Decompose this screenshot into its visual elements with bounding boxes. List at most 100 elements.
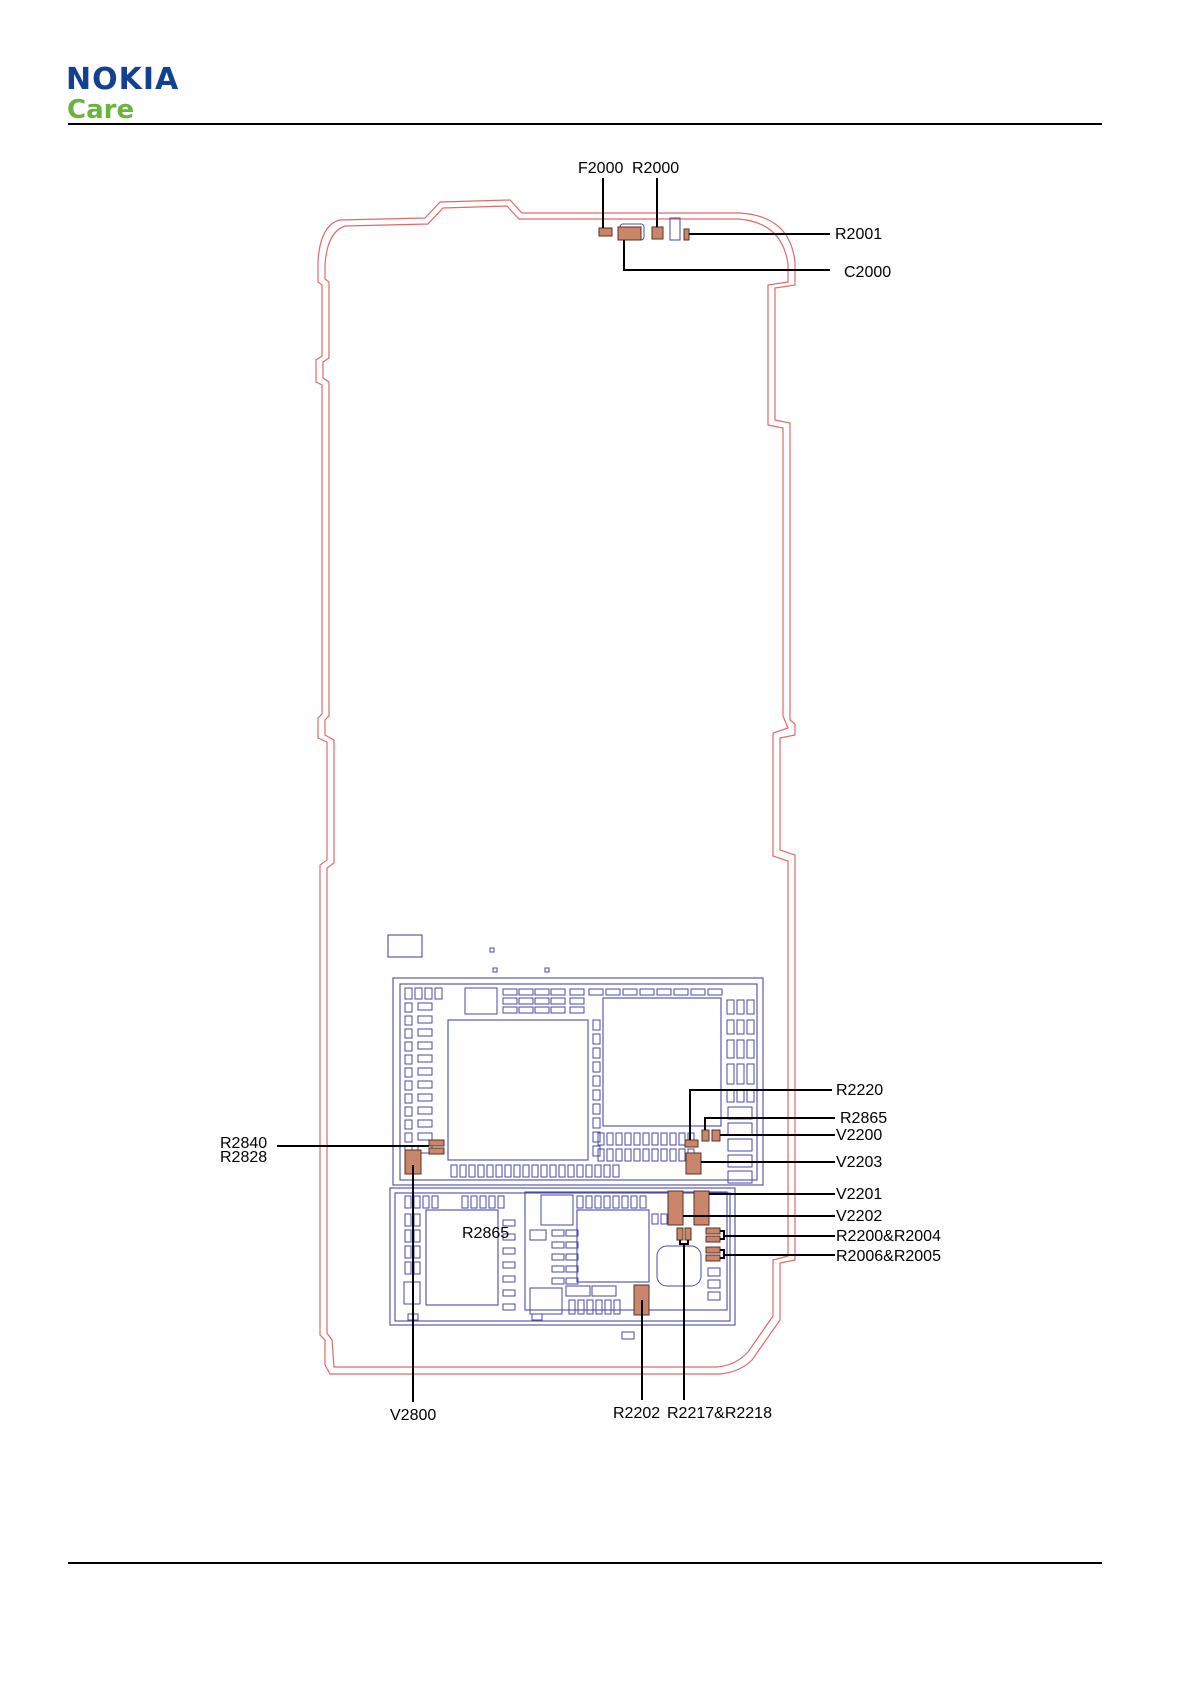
leader-r2200-r2004: [720, 1231, 835, 1239]
leader-r2006-r2005: [720, 1250, 835, 1258]
passive-component-outline: [566, 1278, 578, 1284]
passive-component-outline: [577, 1196, 583, 1208]
passive-component-outline: [418, 1094, 432, 1101]
pad-r2220: [685, 1140, 698, 1147]
passive-component-outline: [435, 988, 442, 999]
passive-component-outline: [613, 1165, 619, 1177]
passive-component-outline: [523, 1165, 529, 1177]
label-v2201: V2201: [836, 1186, 882, 1203]
passive-component-outline: [616, 1133, 622, 1145]
passive-component-outline: [570, 1007, 584, 1013]
passive-component-outline: [737, 1064, 744, 1084]
passive-component-outline: [593, 1090, 600, 1100]
leader-r2220: [690, 1090, 832, 1140]
passive-component-outline: [593, 1146, 600, 1156]
passive-component-outline: [587, 1300, 593, 1314]
passive-component-outline: [503, 989, 517, 995]
passive-component-outline: [505, 1165, 511, 1177]
pad-r2218: [685, 1228, 691, 1240]
passive-component-outline: [405, 1003, 412, 1012]
passive-component-outline: [607, 1149, 613, 1161]
passive-component-outline: [469, 1165, 475, 1177]
passive-component-outline: [405, 1196, 411, 1208]
passive-component-outline: [405, 1133, 412, 1142]
passive-component-outline: [679, 1133, 685, 1145]
footer-divider: [68, 1562, 1102, 1564]
passive-component-outline: [552, 1230, 564, 1236]
passive-component-outline: [535, 989, 549, 995]
passive-component-outline: [432, 1196, 438, 1208]
passive-component-outline: [460, 1165, 466, 1177]
passive-component-outline: [415, 988, 422, 999]
label-r2202: R2202: [613, 1405, 660, 1422]
passive-component-outline: [737, 1090, 744, 1102]
passive-component-outline: [405, 1107, 412, 1116]
passive-component-outline: [568, 1165, 574, 1177]
leader-c2000: [624, 240, 830, 270]
passive-component-outline: [604, 1196, 610, 1208]
passive-component-outline: [737, 1040, 744, 1058]
passive-component-outline: [708, 1268, 720, 1276]
audio-chip-outline: [577, 1210, 649, 1282]
passive-component-outline: [661, 1214, 667, 1224]
passive-component-outline: [503, 1276, 515, 1282]
test-pad-outline: [388, 935, 422, 957]
passive-component-outline: [530, 1230, 546, 1240]
passive-component-outline: [405, 1120, 412, 1129]
passive-component-outline: [418, 1094, 432, 1101]
passive-component-outline: [643, 1149, 649, 1161]
passive-component-outline: [566, 1242, 578, 1248]
passive-component-outline: [405, 1055, 412, 1064]
label-r2000: R2000: [632, 160, 679, 177]
passive-component-outline: [708, 989, 722, 995]
passive-component-outline: [550, 1165, 556, 1177]
label-r2828: R2828: [220, 1149, 267, 1166]
pad-r2200: [706, 1228, 720, 1234]
passive-component-outline: [496, 1165, 502, 1177]
passive-component-outline: [535, 1007, 549, 1013]
label-v2800: V2800: [390, 1407, 436, 1424]
passive-component-outline: [418, 1133, 432, 1140]
passive-component-outline: [727, 1020, 734, 1034]
passive-component-outline: [530, 1230, 546, 1240]
passive-component-outline: [418, 1120, 432, 1127]
upper-shield-passive-components: [405, 988, 754, 1183]
passive-component-outline: [674, 989, 688, 995]
passive-component-outline: [418, 1003, 432, 1010]
passive-component-outline: [634, 1149, 640, 1161]
passive-component-outline: [570, 998, 584, 1004]
passive-component-outline: [405, 1029, 412, 1038]
passive-component-outline: [727, 1090, 734, 1102]
passive-component-outline: [728, 1171, 752, 1183]
passive-component-outline: [670, 1149, 676, 1161]
passive-component-outline: [661, 1149, 667, 1161]
passive-component-outline: [586, 1165, 592, 1177]
passive-component-outline: [405, 1016, 412, 1025]
passive-component-outline: [451, 1165, 457, 1177]
passive-component-outline: [503, 1248, 515, 1254]
passive-component-outline: [503, 1304, 515, 1310]
passive-component-outline: [640, 1196, 646, 1208]
top-component-outline: [670, 218, 680, 240]
pad-r2840: [429, 1140, 444, 1146]
passive-component-outline: [414, 1230, 420, 1242]
passive-component-outline: [593, 1034, 600, 1044]
passive-component-outline: [625, 1149, 631, 1161]
passive-component-outline: [405, 1230, 411, 1242]
passive-component-outline: [727, 1000, 734, 1014]
passive-component-outline: [489, 1196, 495, 1208]
pad-r2000: [652, 227, 663, 239]
passive-component-outline: [605, 1300, 611, 1314]
label-v2202: V2202: [836, 1208, 882, 1225]
pad-v2201: [694, 1191, 709, 1225]
passive-component-outline: [670, 1133, 676, 1145]
passive-component-outline: [598, 1133, 604, 1145]
passive-component-outline: [598, 1149, 604, 1161]
passive-component-outline: [480, 1196, 486, 1208]
passive-component-outline: [530, 1230, 546, 1240]
pad-r2828: [429, 1148, 444, 1154]
passive-component-outline: [727, 1040, 734, 1058]
pad-v2202: [668, 1191, 683, 1225]
passive-component-outline: [414, 1196, 420, 1208]
passive-component-outline: [592, 1286, 616, 1296]
